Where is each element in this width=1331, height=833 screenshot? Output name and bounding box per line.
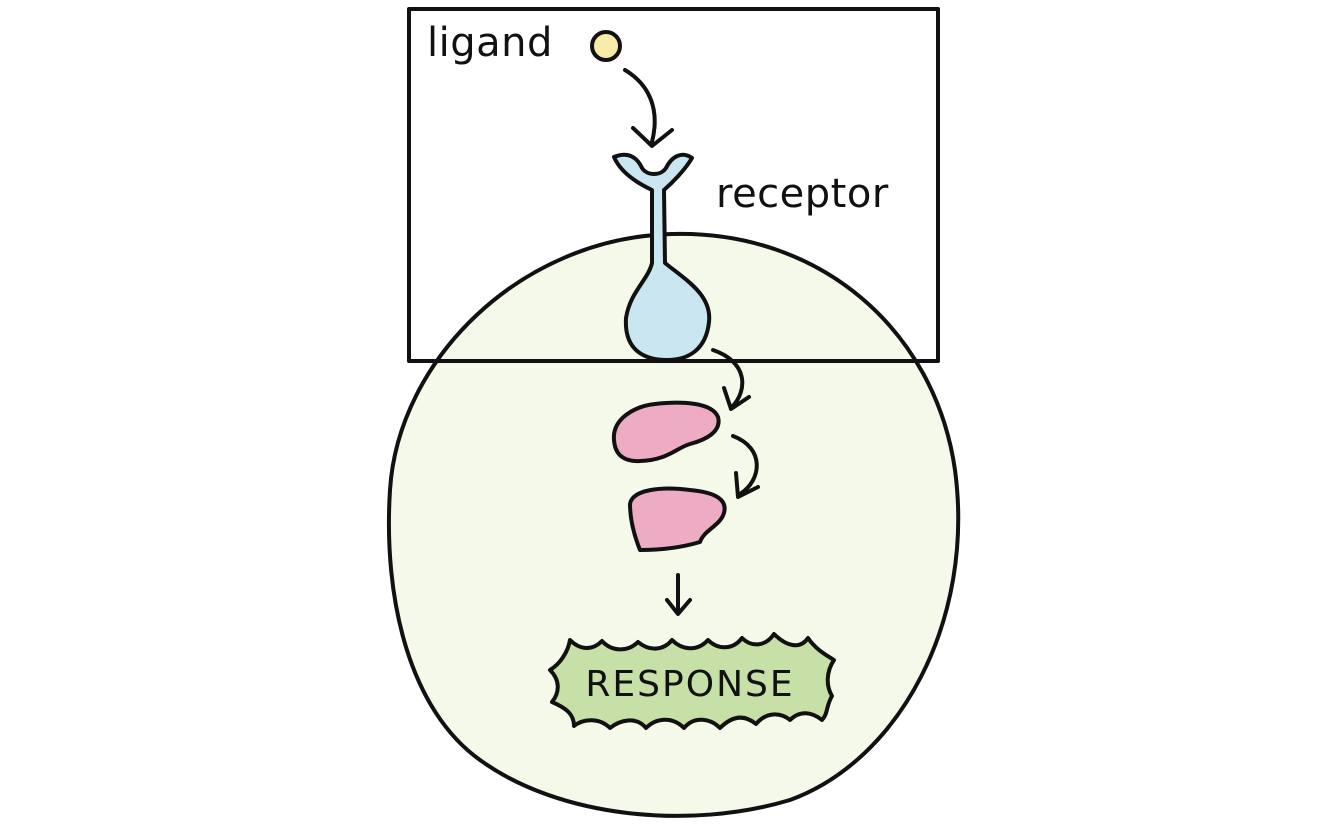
relay-to-response-arrow — [665, 573, 692, 616]
response-label: RESPONSE — [585, 664, 794, 705]
receptor-label: receptor — [716, 171, 889, 217]
receptor-to-relay-arrow — [711, 348, 751, 411]
ligand — [590, 30, 622, 62]
relay-to-relay-arrow — [731, 434, 760, 499]
response-burst — [548, 632, 836, 730]
ligand-label: ligand — [427, 20, 553, 66]
relay-protein-1 — [611, 400, 721, 464]
relay-protein-2 — [628, 486, 727, 552]
receptor — [612, 152, 712, 362]
ligand-to-receptor-arrow — [623, 68, 674, 148]
